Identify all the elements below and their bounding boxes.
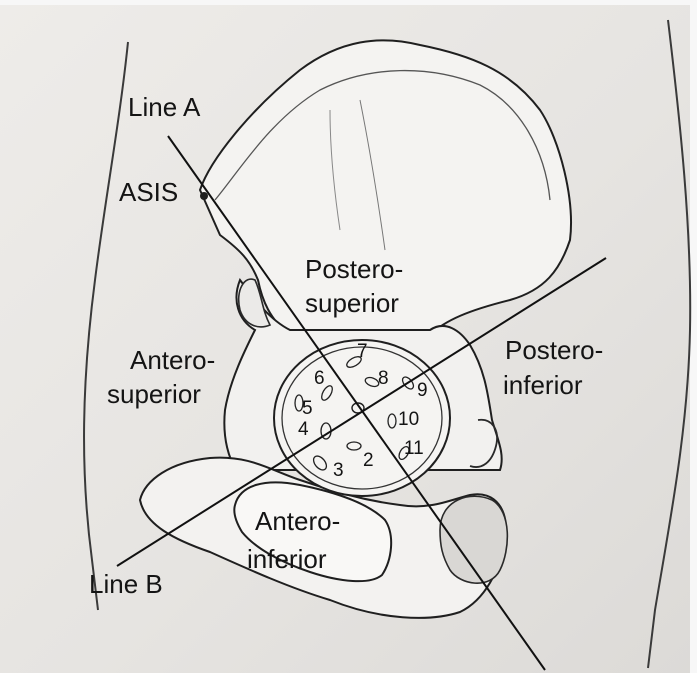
position-number-10: 10 xyxy=(398,410,419,430)
position-number-5: 5 xyxy=(302,399,313,419)
body-contour-left xyxy=(84,42,128,610)
line-b-label: Line B xyxy=(89,569,163,599)
antero-inferior-label-line1: Antero- xyxy=(255,506,340,536)
line-a-label: Line A xyxy=(128,92,200,122)
position-number-4: 4 xyxy=(298,420,309,440)
antero-superior-label-line1: Antero- xyxy=(130,345,215,375)
acetabulum-outer-rim xyxy=(274,340,450,496)
position-number-11: 11 xyxy=(404,439,424,459)
antero-inferior-label-line2: inferior xyxy=(247,544,326,574)
postero-inferior-label-line1: Postero- xyxy=(505,335,603,365)
antero-superior-label-line2: superior xyxy=(107,379,201,409)
position-number-7: 7 xyxy=(357,342,368,362)
asis-label: ASIS xyxy=(119,177,178,207)
postero-inferior-label-line2: inferior xyxy=(503,370,582,400)
position-number-6: 6 xyxy=(314,369,325,389)
asis-point xyxy=(200,192,208,200)
position-number-2: 2 xyxy=(363,451,374,471)
position-number-3: 3 xyxy=(333,461,344,481)
body-contour-right xyxy=(648,20,690,668)
postero-superior-label-line1: Postero- xyxy=(305,254,403,284)
position-number-8: 8 xyxy=(378,369,389,389)
position-number-9: 9 xyxy=(417,381,428,401)
postero-superior-label-line2: superior xyxy=(305,288,399,318)
